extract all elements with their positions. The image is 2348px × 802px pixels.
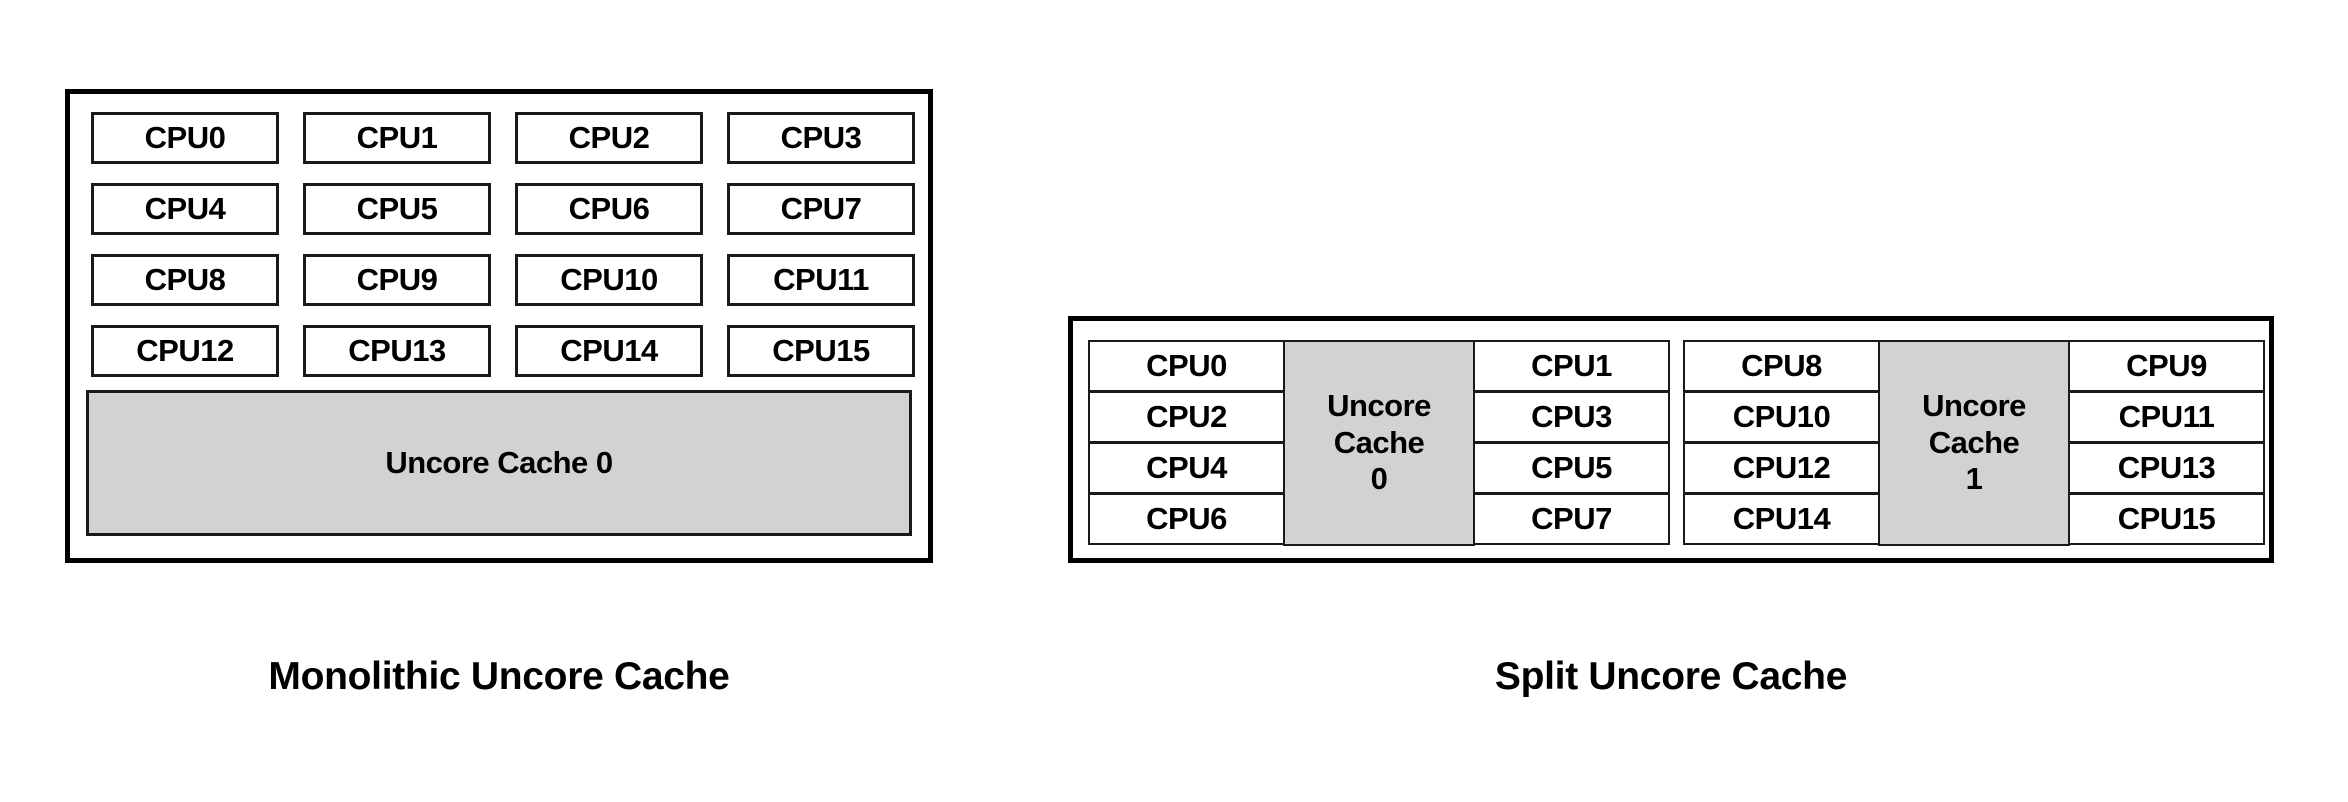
- cpu-box-cpu0[interactable]: CPU0: [91, 112, 279, 164]
- cpu-box-cpu11[interactable]: CPU11: [2068, 391, 2265, 443]
- cache-label-line-1: Uncore: [1327, 388, 1431, 424]
- cpu-box-cpu13[interactable]: CPU13: [2068, 442, 2265, 494]
- cpu-box-cpu3[interactable]: CPU3: [727, 112, 915, 164]
- cpu-box-cpu13[interactable]: CPU13: [303, 325, 491, 377]
- cpu-box-cpu10[interactable]: CPU10: [515, 254, 703, 306]
- cache-label-line-3: 0: [1370, 461, 1388, 497]
- cpu-box-cpu3[interactable]: CPU3: [1473, 391, 1670, 443]
- uncore-cache-1-label: Uncore Cache 1: [1922, 388, 2026, 498]
- cpu-box-cpu5[interactable]: CPU5: [303, 183, 491, 235]
- cpu-box-cpu9[interactable]: CPU9: [2068, 340, 2265, 392]
- uncore-cache-0-label: Uncore Cache 0: [1327, 388, 1431, 498]
- cpu-box-cpu9[interactable]: CPU9: [303, 254, 491, 306]
- cpu-box-cpu12[interactable]: CPU12: [91, 325, 279, 377]
- cpu-box-cpu1[interactable]: CPU1: [1473, 340, 1670, 392]
- cpu-box-cpu1[interactable]: CPU1: [303, 112, 491, 164]
- cpu-box-cpu8[interactable]: CPU8: [1683, 340, 1880, 392]
- uncore-cache-0-block[interactable]: Uncore Cache 0: [1283, 340, 1475, 546]
- cpu-box-cpu4[interactable]: CPU4: [91, 183, 279, 235]
- figure-caption-monolithic: Monolithic Uncore Cache: [268, 655, 730, 698]
- cpu-box-cpu5[interactable]: CPU5: [1473, 442, 1670, 494]
- cpu-box-cpu0[interactable]: CPU0: [1088, 340, 1285, 392]
- cpu-box-cpu2[interactable]: CPU2: [515, 112, 703, 164]
- uncore-cache-0-block[interactable]: Uncore Cache 0: [86, 390, 912, 536]
- cpu-box-cpu6[interactable]: CPU6: [515, 183, 703, 235]
- split-package-frame: CPU0 CPU2 CPU4 CPU6 Uncore Cache 0 CPU1 …: [1068, 316, 2274, 563]
- figure-split-uncore-cache: CPU0 CPU2 CPU4 CPU6 Uncore Cache 0 CPU1 …: [1068, 316, 2274, 698]
- cpu-box-cpu6[interactable]: CPU6: [1088, 493, 1285, 545]
- cache-label-line-1: Uncore: [1922, 388, 2026, 424]
- cpu-box-cpu7[interactable]: CPU7: [1473, 493, 1670, 545]
- cpu-box-cpu7[interactable]: CPU7: [727, 183, 915, 235]
- cpu-box-cpu15[interactable]: CPU15: [727, 325, 915, 377]
- cpu-box-cpu14[interactable]: CPU14: [515, 325, 703, 377]
- uncore-cache-1-block[interactable]: Uncore Cache 1: [1878, 340, 2070, 546]
- figure-monolithic-uncore-cache: CPU0 CPU1 CPU2 CPU3 CPU4 CPU5 CPU6 CPU7 …: [0, 0, 1010, 760]
- cpu-box-cpu10[interactable]: CPU10: [1683, 391, 1880, 443]
- cpu-box-cpu4[interactable]: CPU4: [1088, 442, 1285, 494]
- cpu-box-cpu15[interactable]: CPU15: [2068, 493, 2265, 545]
- cache-label-line-2: Cache: [1928, 424, 2020, 460]
- figure-caption-split: Split Uncore Cache: [1494, 655, 1848, 698]
- cache-label-line-2: Cache: [1333, 424, 1425, 460]
- cpu-box-cpu12[interactable]: CPU12: [1683, 442, 1880, 494]
- cpu-box-cpu8[interactable]: CPU8: [91, 254, 279, 306]
- cpu-box-cpu14[interactable]: CPU14: [1683, 493, 1880, 545]
- cpu-box-cpu11[interactable]: CPU11: [727, 254, 915, 306]
- cpu-box-cpu2[interactable]: CPU2: [1088, 391, 1285, 443]
- cache-label-line-3: 1: [1965, 461, 1983, 497]
